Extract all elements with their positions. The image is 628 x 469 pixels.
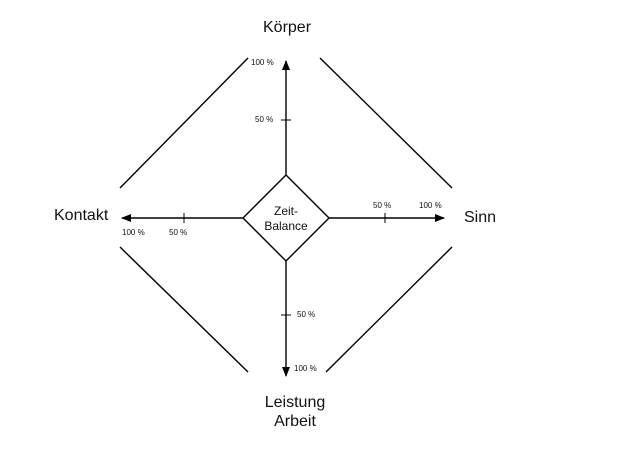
tick-label-koerper-100: 100 % [251, 58, 274, 67]
center-label-line2: Balance [264, 219, 308, 233]
tick-label-sinn-50: 50 % [373, 201, 392, 210]
axis-label-sinn: Sinn [464, 209, 497, 226]
tick-label-leistung-100: 100 % [294, 364, 317, 373]
center-diamond [242, 174, 330, 262]
tick-label-leistung-50: 50 % [297, 310, 316, 319]
frame-line-top-left [119, 57, 249, 189]
axis-label-kontakt: Kontakt [54, 207, 109, 224]
tick-label-koerper-50: 50 % [255, 115, 274, 124]
center-label-line1: Zeit- [274, 204, 298, 218]
frame-line-bottom-right [325, 246, 453, 373]
frame-line-bottom-left [119, 246, 249, 373]
axis-label-koerper: Körper [263, 19, 312, 36]
frame-line-top-right [319, 57, 453, 189]
tick-label-kontakt-100: 100 % [122, 228, 145, 237]
axis-label-arbeit: Arbeit [274, 413, 316, 430]
axis-label-leistung-arbeit: Leistung Arbeit [240, 393, 350, 431]
center-label: Zeit- Balance [256, 204, 316, 234]
tick-label-sinn-100: 100 % [419, 201, 442, 210]
tick-label-kontakt-50: 50 % [169, 228, 188, 237]
axis-label-leistung: Leistung [264, 394, 326, 411]
